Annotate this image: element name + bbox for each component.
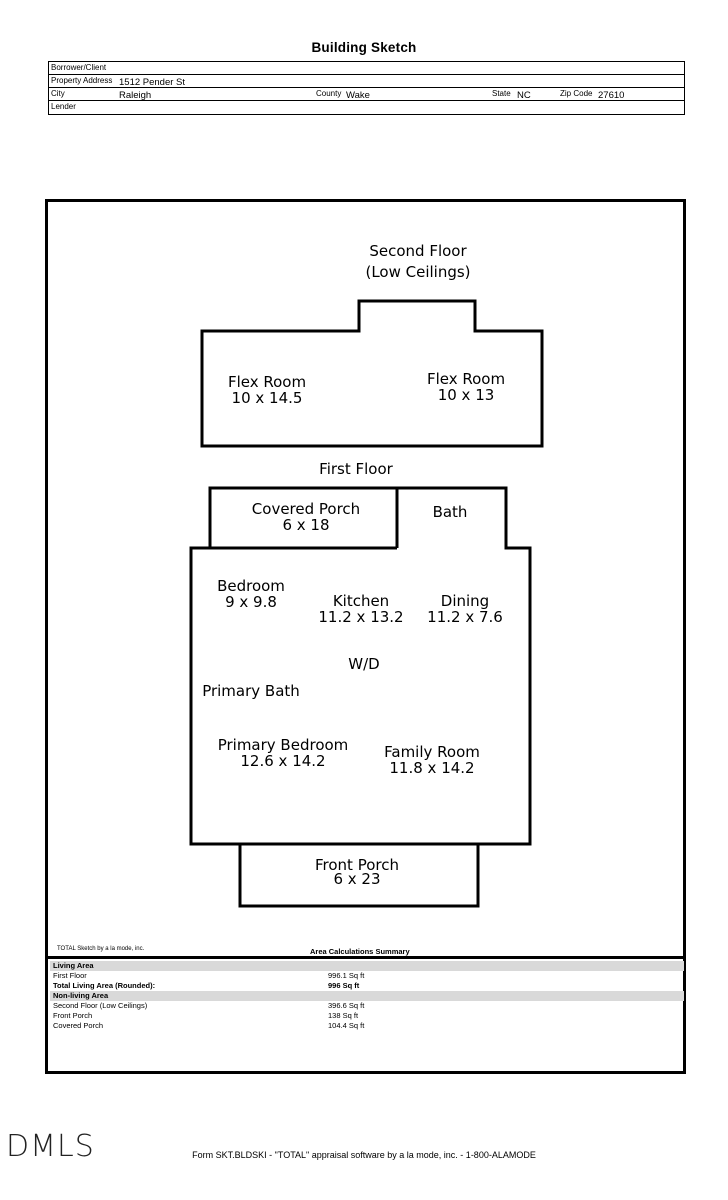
- first-floor-value: 996.1 Sq ft: [328, 971, 365, 980]
- bath-label: Bath: [432, 503, 468, 521]
- non-living-header-label: Non-living Area: [53, 991, 109, 1000]
- family-room-name: Family Room: [384, 743, 480, 761]
- flex-room-2-dim: 10 x 13: [437, 386, 495, 404]
- summary-divider: [47, 956, 684, 959]
- area-summary-table: Living Area First Floor 996.1 Sq ft Tota…: [50, 961, 684, 1031]
- covered-porch-area-value: 104.4 Sq ft: [328, 1021, 365, 1030]
- county-label: County: [316, 89, 342, 98]
- summary-row: Front Porch 138 Sq ft: [50, 1011, 684, 1021]
- second-floor-label: Second Floor (Low Ceilings): [340, 243, 496, 280]
- primary-bedroom: Primary Bedroom 12.6 x 14.2: [208, 737, 358, 769]
- front-porch-area-label: Front Porch: [53, 1011, 93, 1020]
- form-footer: Form SKT.BLDSKI - "TOTAL" appraisal soft…: [192, 1150, 536, 1160]
- wd-label: W/D: [348, 655, 380, 673]
- city-row: City Raleigh County Wake State NC Zip Co…: [49, 88, 684, 101]
- bedroom: Bedroom 9 x 9.8: [200, 578, 302, 610]
- address-row: Property Address 1512 Pender St: [49, 75, 684, 88]
- summary-row: Second Floor (Low Ceilings) 396.6 Sq ft: [50, 1001, 684, 1011]
- dining: Dining 11.2 x 7.6: [415, 593, 515, 625]
- state-value: NC: [517, 90, 531, 101]
- zip-label: Zip Code: [560, 89, 593, 98]
- covered-porch-name: Covered Porch: [251, 500, 361, 518]
- primary-bedroom-dim: 12.6 x 14.2: [240, 752, 326, 770]
- front-porch-dim: 6 x 23: [333, 870, 381, 888]
- total-living-value: 996 Sq ft: [328, 981, 360, 990]
- kitchen: Kitchen 11.2 x 13.2: [306, 593, 416, 625]
- area-summary-title: Area Calculations Summary: [310, 947, 410, 956]
- property-header-box: Borrower/Client Property Address 1512 Pe…: [48, 61, 685, 115]
- living-area-header: Living Area: [50, 961, 684, 971]
- second-floor-area-label: Second Floor (Low Ceilings): [53, 1001, 148, 1010]
- front-porch-name: Front Porch: [315, 856, 399, 874]
- front-porch-area-value: 138 Sq ft: [328, 1011, 359, 1020]
- living-area-header-label: Living Area: [53, 961, 94, 970]
- bedroom-name: Bedroom: [217, 577, 285, 595]
- front-porch-outline: [238, 842, 480, 908]
- page-title: Building Sketch: [311, 40, 417, 55]
- primary-bedroom-name: Primary Bedroom: [217, 736, 349, 754]
- flex-room-2-name: Flex Room: [426, 370, 506, 388]
- address-label: Property Address: [51, 76, 113, 85]
- total-living-label: Total Living Area (Rounded):: [53, 981, 156, 990]
- kitchen-name: Kitchen: [332, 592, 390, 610]
- kitchen-dim: 11.2 x 13.2: [318, 608, 404, 626]
- address-value: 1512 Pender St: [119, 77, 186, 88]
- primary-bath-label: Primary Bath: [202, 682, 300, 700]
- covered-porch-area-label: Covered Porch: [53, 1021, 104, 1030]
- family-room-dim: 11.8 x 14.2: [389, 759, 475, 777]
- summary-row: Total Living Area (Rounded): 996 Sq ft: [50, 981, 684, 991]
- first-floor-title: First Floor: [319, 460, 393, 478]
- covered-porch-dim: 6 x 18: [282, 516, 330, 534]
- family-room: Family Room 11.8 x 14.2: [372, 744, 492, 776]
- non-living-area-header: Non-living Area: [50, 991, 684, 1001]
- flex-room-1: Flex Room 10 x 14.5: [210, 374, 324, 406]
- lender-row: Lender: [49, 101, 684, 114]
- summary-row: Covered Porch 104.4 Sq ft: [50, 1021, 684, 1031]
- summary-row: First Floor 996.1 Sq ft: [50, 971, 684, 981]
- second-floor-title: Second Floor: [369, 242, 467, 260]
- zip-value: 27610: [598, 90, 625, 101]
- second-floor-subtitle: (Low Ceilings): [365, 263, 471, 281]
- flex-room-2: Flex Room 10 x 13: [409, 371, 523, 403]
- second-floor-outline: [200, 299, 544, 448]
- sketch-frame: [45, 199, 686, 1074]
- lender-label: Lender: [51, 102, 76, 111]
- first-floor-label: First Floor: [53, 971, 87, 980]
- city-value: Raleigh: [119, 90, 152, 101]
- covered-porch: Covered Porch 6 x 18: [226, 501, 386, 533]
- city-label: City: [51, 89, 65, 98]
- dmls-logo: DMLS: [6, 1129, 95, 1164]
- dining-dim: 11.2 x 7.6: [427, 608, 503, 626]
- borrower-row: Borrower/Client: [49, 62, 684, 75]
- state-label: State: [492, 89, 511, 98]
- second-floor-area-value: 396.6 Sq ft: [328, 1001, 365, 1010]
- bedroom-dim: 9 x 9.8: [225, 593, 277, 611]
- front-porch: Front Porch 6 x 23: [300, 857, 414, 887]
- sketch-credit: TOTAL Sketch by a la mode, inc.: [57, 946, 145, 952]
- flex-room-1-name: Flex Room: [227, 373, 307, 391]
- county-value: Wake: [346, 90, 370, 101]
- dining-name: Dining: [440, 592, 490, 610]
- flex-room-1-dim: 10 x 14.5: [231, 389, 303, 407]
- borrower-label: Borrower/Client: [51, 63, 107, 72]
